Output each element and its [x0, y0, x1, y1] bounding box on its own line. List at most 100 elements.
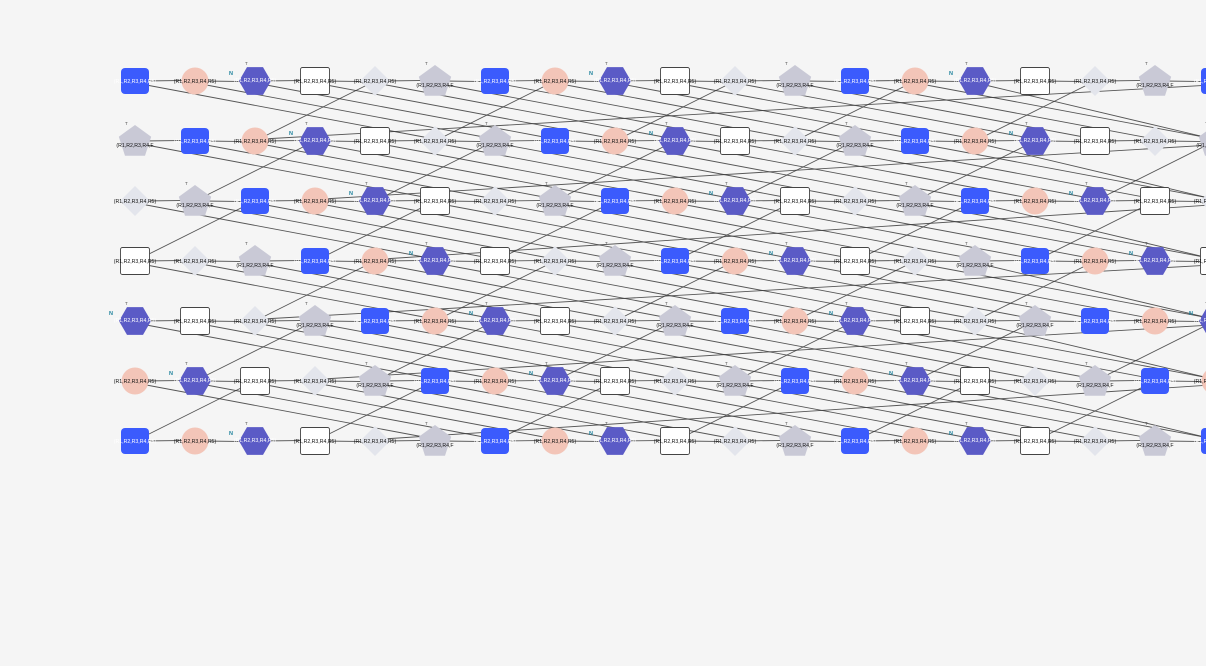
node-hexagon-purple[interactable]: (R1,R2,R3,R4,R5)NT — [469, 301, 516, 335]
node-circle-peach[interactable]: (R1,R2,R3,R4,R5) — [834, 367, 877, 395]
node-circle-peach[interactable]: (R1,R2,R3,R4,R5) — [1074, 247, 1117, 275]
node-diamond-grey[interactable]: (R1,R2,R3,R4,R5) — [834, 186, 877, 216]
node-pentagon-grey[interactable]: (R1,R2,R3,R4,FT — [296, 301, 334, 336]
node-circle-peach[interactable]: (R1,R2,R3,R4,R5) — [534, 427, 577, 455]
node-square-blue[interactable]: (R1,R2,R3,R4,R5) — [534, 128, 577, 154]
node-pentagon-grey[interactable]: (R1,R2,R3,R4,FT — [656, 301, 694, 336]
node-square-blue[interactable]: (R1,R2,R3,R4,R5) — [894, 128, 937, 154]
node-pentagon-grey[interactable]: (R1,R2,R3,R4,FT — [116, 121, 154, 156]
node-square-white[interactable]: (R1,R2,R3,R4,R5) — [954, 367, 997, 395]
node-pentagon-grey[interactable]: (R1,R2,R3,R4,FT — [236, 241, 274, 276]
node-diamond-grey[interactable]: (R1,R2,R3,R4,R5) — [534, 246, 577, 276]
node-square-blue[interactable]: (R1,R2,R3,R4,R5) — [594, 188, 637, 214]
node-pentagon-grey[interactable]: (R1,R2,R3,R4,FT — [476, 121, 514, 156]
node-square-blue[interactable]: (R1,R2,R3,R4,R5) — [954, 188, 997, 214]
node-circle-peach[interactable]: (R1,R2,R3,R4,R5) — [294, 187, 337, 215]
node-diamond-grey[interactable]: (R1,R2,R3,R4,R5) — [774, 126, 817, 156]
node-diamond-grey[interactable]: (R1,R2,R3,R4,R5) — [114, 186, 157, 216]
node-diamond-grey[interactable]: (R1,R2,R3,R4,R5) — [1134, 126, 1177, 156]
node-square-white[interactable]: (R1,R2,R3,R4,R5) — [474, 247, 517, 275]
node-square-blue[interactable]: (R1,R2,R3,R4,R5) — [474, 428, 517, 454]
node-hexagon-purple[interactable]: (R1,R2,R3,R4,R5)NT — [649, 121, 696, 155]
node-diamond-grey[interactable]: (R1,R2,R3,R4,R5) — [894, 246, 937, 276]
node-circle-peach[interactable]: (R1,R2,R3,R4,R5) — [174, 427, 217, 455]
node-circle-peach[interactable]: (R1,R2,R3,R4,R5) — [954, 127, 997, 155]
node-circle-peach[interactable]: (R1,R2,R3,R4,R5) — [714, 247, 757, 275]
node-square-white[interactable]: (R1,R2,R3,R4,R5) — [414, 187, 457, 215]
node-diamond-grey[interactable]: (R1,R2,R3,R4,R5) — [474, 186, 517, 216]
node-pentagon-grey[interactable]: (R1,R2,R3,R4,FT — [1076, 361, 1114, 396]
node-hexagon-purple[interactable]: (R1,R2,R3,R4,R5)NT — [529, 361, 576, 395]
node-square-white[interactable]: (R1,R2,R3,R4,R5) — [534, 307, 577, 335]
node-circle-peach[interactable]: (R1,R2,R3,R4,R5) — [654, 187, 697, 215]
node-square-blue[interactable]: (R1,R2,R3,R4,R5) — [114, 428, 157, 454]
node-square-blue[interactable]: (R1,R2,R3,R4,R5) — [114, 68, 157, 94]
node-pentagon-grey[interactable]: (R1,R2,R3,R4,FT — [356, 361, 394, 396]
node-square-blue[interactable]: (R1,R2,R3,R4,R5) — [1074, 308, 1117, 334]
node-square-white[interactable]: (R1,R2,R3,R4,R5) — [894, 307, 937, 335]
node-square-blue[interactable]: (R1,R2,R3,R4,R5) — [774, 368, 817, 394]
node-pentagon-grey[interactable]: (R1,R2,R3,R4,FT — [416, 61, 454, 96]
node-square-white[interactable]: (R1,R2,R3,R4,R5) — [654, 67, 697, 95]
node-square-white[interactable]: (R1,R2,R3,R4,R5) — [1074, 127, 1117, 155]
node-pentagon-grey[interactable]: (R1,R2,R3,R4,FT — [896, 181, 934, 216]
node-diamond-grey[interactable]: (R1,R2,R3,R4,R5) — [234, 306, 277, 336]
node-pentagon-grey[interactable]: (R1,R2,R3,R4,FT — [716, 361, 754, 396]
node-square-blue[interactable]: (R1,R2,R3,R4,R5) — [654, 248, 697, 274]
node-square-white[interactable]: (R1,R2,R3,R4,R5) — [1134, 187, 1177, 215]
node-hexagon-purple[interactable]: (R1,R2,R3,R4,R5)NT — [949, 61, 996, 95]
node-square-white[interactable]: (R1,R2,R3,R4,R5) — [1194, 247, 1206, 275]
node-pentagon-grey[interactable]: (R1,R2,R3,R4,FT — [1016, 301, 1054, 336]
node-pentagon-grey[interactable]: (R1,R2,R3,R4,FT — [1196, 121, 1206, 156]
node-diamond-grey[interactable]: (R1,R2,R3,R4,R5) — [1074, 426, 1117, 456]
node-hexagon-purple[interactable]: (R1,R2,R3,R4,R5)NT — [109, 301, 156, 335]
node-diamond-grey[interactable]: (R1,R2,R3,R4,R5) — [714, 426, 757, 456]
node-square-blue[interactable]: (R1,R2,R3,R4,R5) — [1194, 68, 1206, 94]
node-hexagon-purple[interactable]: (R1,R2,R3,R4,R5)NT — [589, 421, 636, 455]
node-diamond-grey[interactable]: (R1,R2,R3,R4,R5) — [354, 426, 397, 456]
node-circle-peach[interactable]: (R1,R2,R3,R4,R5) — [174, 67, 217, 95]
node-circle-peach[interactable]: (R1,R2,R3,R4,R5) — [234, 127, 277, 155]
node-pentagon-grey[interactable]: (R1,R2,R3,R4,FT — [956, 241, 994, 276]
node-pentagon-grey[interactable]: (R1,R2,R3,R4,FT — [596, 241, 634, 276]
node-square-blue[interactable]: (R1,R2,R3,R4,R5) — [714, 308, 757, 334]
node-square-white[interactable]: (R1,R2,R3,R4,R5) — [174, 307, 217, 335]
node-square-white[interactable]: (R1,R2,R3,R4,R5) — [294, 67, 337, 95]
node-diamond-grey[interactable]: (R1,R2,R3,R4,R5) — [1194, 186, 1206, 216]
node-circle-peach[interactable]: (R1,R2,R3,R4,R5) — [1134, 307, 1177, 335]
node-hexagon-purple[interactable]: (R1,R2,R3,R4,R5)NT — [289, 121, 336, 155]
node-circle-peach[interactable]: (R1,R2,R3,R4,R5) — [894, 427, 937, 455]
node-hexagon-purple[interactable]: (R1,R2,R3,R4,R5)NT — [1129, 241, 1176, 275]
node-diamond-grey[interactable]: (R1,R2,R3,R4,R5) — [594, 306, 637, 336]
node-diamond-grey[interactable]: (R1,R2,R3,R4,R5) — [1074, 66, 1117, 96]
node-square-white[interactable]: (R1,R2,R3,R4,R5) — [294, 427, 337, 455]
node-circle-peach[interactable]: (R1,R2,R3,R4,R5) — [354, 247, 397, 275]
node-pentagon-grey[interactable]: (R1,R2,R3,R4,FT — [776, 421, 814, 456]
node-circle-peach[interactable]: (R1,R2,R3,R4,R5) — [474, 367, 517, 395]
node-square-white[interactable]: (R1,R2,R3,R4,R5) — [114, 247, 157, 275]
node-square-white[interactable]: (R1,R2,R3,R4,R5) — [714, 127, 757, 155]
node-hexagon-purple[interactable]: (R1,R2,R3,R4,R5)NT — [229, 61, 276, 95]
node-diamond-grey[interactable]: (R1,R2,R3,R4,R5) — [294, 366, 337, 396]
node-pentagon-grey[interactable]: (R1,R2,R3,R4,FT — [176, 181, 214, 216]
node-square-white[interactable]: (R1,R2,R3,R4,R5) — [834, 247, 877, 275]
node-hexagon-purple[interactable]: (R1,R2,R3,R4,R5)NT — [589, 61, 636, 95]
node-hexagon-purple[interactable]: (R1,R2,R3,R4,R5)NT — [829, 301, 876, 335]
node-square-white[interactable]: (R1,R2,R3,R4,R5) — [234, 367, 277, 395]
node-circle-peach[interactable]: (R1,R2,R3,R4,R5) — [414, 307, 457, 335]
node-diamond-grey[interactable]: (R1,R2,R3,R4,R5) — [354, 66, 397, 96]
node-circle-peach[interactable]: (R1,R2,R3,R4,R5) — [534, 67, 577, 95]
node-square-blue[interactable]: (R1,R2,R3,R4,R5) — [1134, 368, 1177, 394]
node-hexagon-purple[interactable]: (R1,R2,R3,R4,R5)NT — [229, 421, 276, 455]
node-pentagon-grey[interactable]: (R1,R2,R3,R4,FT — [836, 121, 874, 156]
node-circle-peach[interactable]: (R1,R2,R3,R4,R5) — [1014, 187, 1057, 215]
node-pentagon-grey[interactable]: (R1,R2,R3,R4,FT — [416, 421, 454, 456]
node-hexagon-purple[interactable]: (R1,R2,R3,R4,R5)NT — [1009, 121, 1056, 155]
node-hexagon-purple[interactable]: (R1,R2,R3,R4,R5)NT — [349, 181, 396, 215]
node-pentagon-grey[interactable]: (R1,R2,R3,R4,FT — [1136, 61, 1174, 96]
node-pentagon-grey[interactable]: (R1,R2,R3,R4,FT — [536, 181, 574, 216]
node-hexagon-purple[interactable]: (R1,R2,R3,R4,R5)NT — [889, 361, 936, 395]
node-square-blue[interactable]: (R1,R2,R3,R4,R5) — [1194, 428, 1206, 454]
node-pentagon-grey[interactable]: (R1,R2,R3,R4,FT — [1136, 421, 1174, 456]
